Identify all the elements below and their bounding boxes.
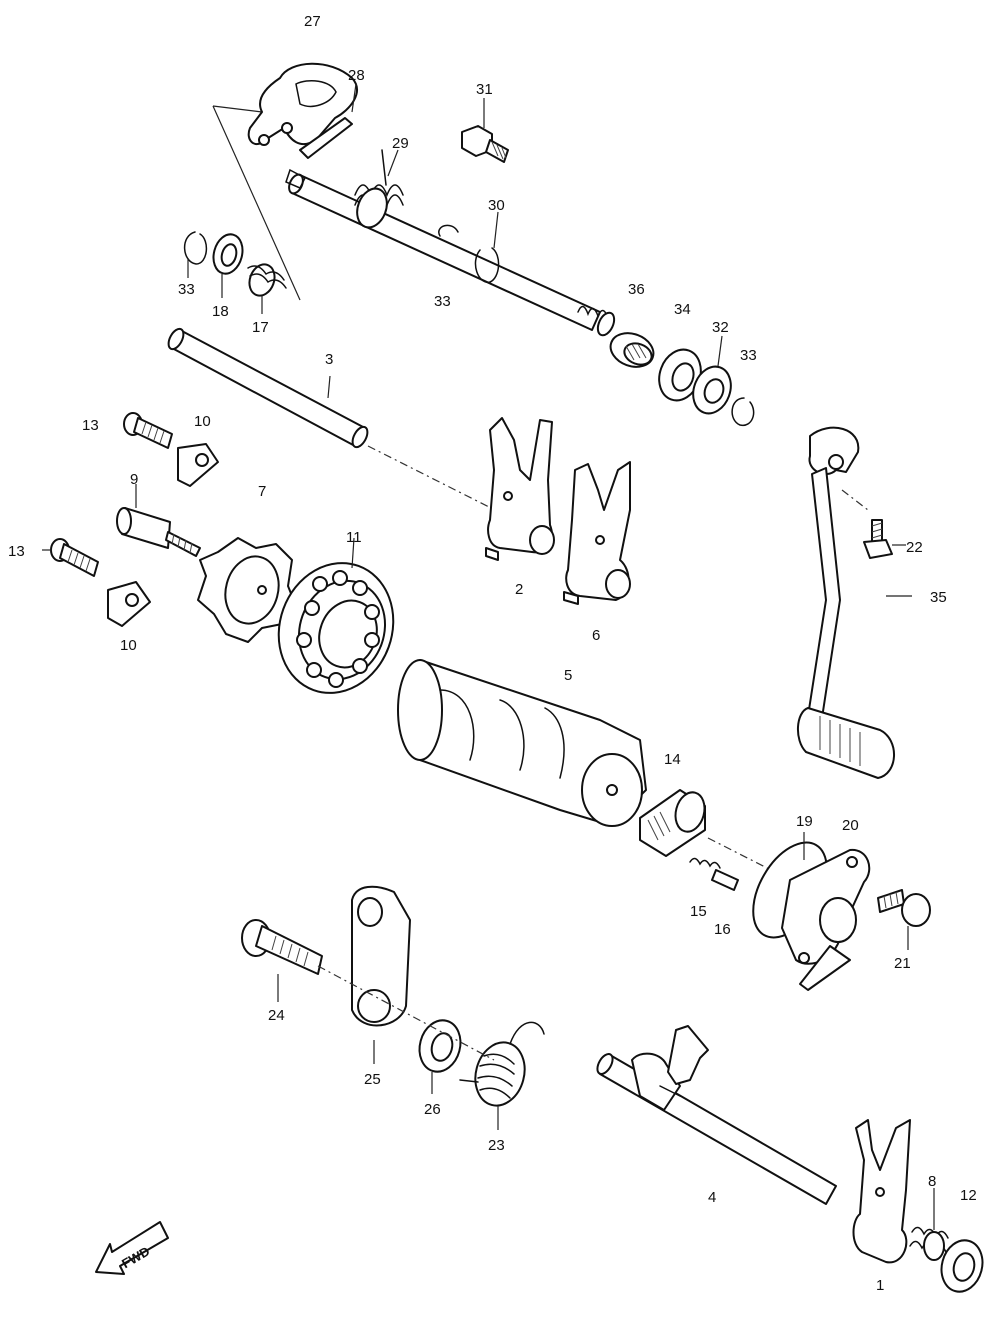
- callout-4: 4: [708, 1189, 716, 1206]
- washer-12: [940, 1239, 984, 1293]
- spring-23: [459, 1021, 545, 1107]
- callout-25: 25: [364, 1071, 381, 1088]
- callout-7: 7: [258, 483, 266, 500]
- callout-32: 32: [712, 319, 729, 336]
- plate-10-upper: [177, 443, 219, 487]
- callout-33-left: 33: [178, 281, 195, 298]
- callout-34: 34: [674, 301, 691, 318]
- shift-drum-5: [397, 659, 647, 827]
- needle-bearing-36: [609, 332, 655, 368]
- callout-21: 21: [894, 955, 911, 972]
- bolt-13-upper: [123, 412, 173, 449]
- washer-18: [212, 233, 244, 275]
- washer-34: [658, 348, 702, 402]
- ball-bearing-11: [277, 562, 395, 694]
- callout-16: 16: [714, 921, 731, 938]
- bolt-9: [116, 507, 201, 557]
- leader-lines: [42, 83, 935, 1230]
- fwd-arrow-icon: FWD: [95, 1221, 169, 1275]
- callout-3: 3: [325, 351, 333, 368]
- bolt-24: [241, 919, 323, 975]
- callout-18: 18: [212, 303, 229, 320]
- washer-32: [692, 365, 732, 415]
- callout-13-upper: 13: [82, 417, 99, 434]
- callout-14: 14: [664, 751, 681, 768]
- callout-13-lower: 13: [8, 543, 25, 560]
- callout-22: 22: [906, 539, 923, 556]
- bolt-13-lower: [50, 538, 99, 577]
- callout-35: 35: [930, 589, 947, 606]
- shift-fork-2: [485, 417, 555, 561]
- callout-12: 12: [960, 1187, 977, 1204]
- fork-shaft-3: [167, 327, 496, 511]
- callout-33-right: 33: [740, 347, 757, 364]
- callout-5: 5: [564, 667, 572, 684]
- callout-2: 2: [515, 581, 523, 598]
- collar-26: [418, 1019, 462, 1073]
- needle-bearing-14: [639, 789, 776, 873]
- spring-16: [689, 857, 721, 869]
- spring-17: [247, 263, 287, 297]
- bolt-22: [863, 519, 893, 559]
- cam-stopper-plate-7: [197, 537, 297, 643]
- circlip-33-right: [731, 397, 755, 427]
- plate-10-lower: [107, 581, 151, 627]
- cover-20: [781, 848, 871, 991]
- callout-29: 29: [392, 135, 409, 152]
- callout-30: 30: [488, 197, 505, 214]
- callout-15: 15: [690, 903, 707, 920]
- shift-pedal-35: [797, 426, 895, 779]
- bolt-31: [461, 125, 509, 163]
- callout-10-upper: 10: [194, 413, 211, 430]
- callout-17: 17: [252, 319, 269, 336]
- shift-fork-1: [852, 1119, 911, 1264]
- callout-9: 9: [130, 471, 138, 488]
- callout-36: 36: [628, 281, 645, 298]
- callout-10-lower: 10: [120, 637, 137, 654]
- callout-31: 31: [476, 81, 493, 98]
- pin-15: [711, 869, 739, 891]
- callout-27: 27: [304, 13, 321, 30]
- callout-33-middle: 33: [434, 293, 451, 310]
- shift-shaft-assembly: [212, 62, 616, 337]
- spring-8: [909, 1226, 949, 1261]
- callout-20: 20: [842, 817, 859, 834]
- callout-28: 28: [348, 67, 365, 84]
- callout-26: 26: [424, 1101, 441, 1118]
- callout-23: 23: [488, 1137, 505, 1154]
- callout-24: 24: [268, 1007, 285, 1024]
- bolt-21: [877, 889, 931, 927]
- callout-8: 8: [928, 1173, 936, 1190]
- shift-shaft-4: [596, 1025, 837, 1205]
- callout-19: 19: [796, 813, 813, 830]
- callout-6: 6: [592, 627, 600, 644]
- shift-fork-6: [563, 461, 631, 605]
- arm-25: [351, 885, 411, 1027]
- callout-1: 1: [876, 1277, 884, 1294]
- callout-labels: 1 2 3 4 5 6 7 8 9 10 10 11 12 13 13 14 1…: [8, 13, 977, 1294]
- callout-11: 11: [346, 529, 362, 546]
- circlip-33-left: [183, 231, 208, 265]
